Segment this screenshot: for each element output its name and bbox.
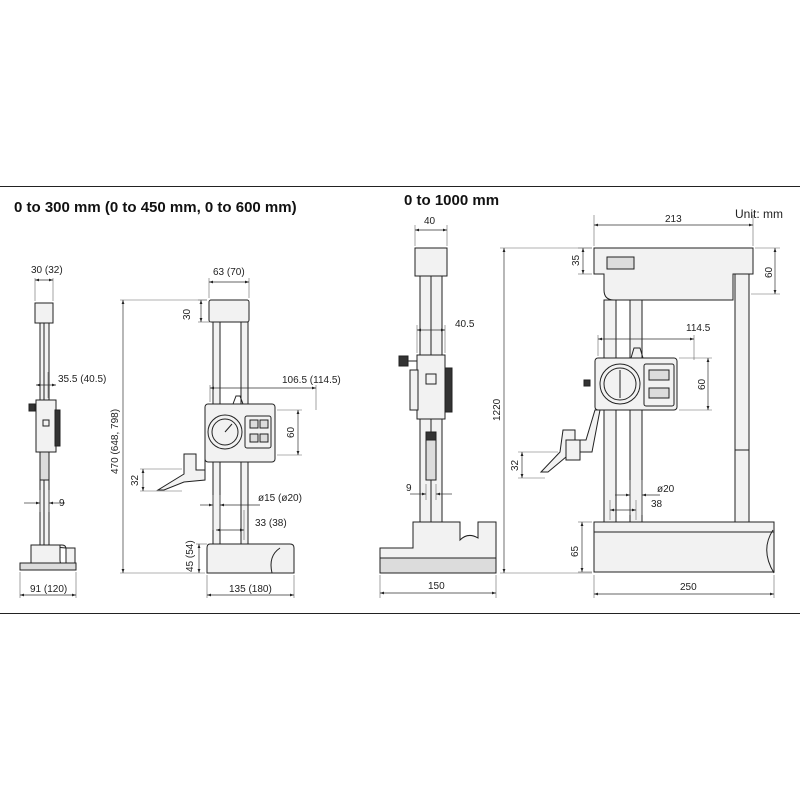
dim-front-1000-top-block: 60 [764,266,775,278]
dim-front-total: 470 (648, 798) [110,409,121,474]
front-view-small [156,299,295,574]
drawing-frame [0,186,800,614]
base-front [206,543,295,574]
side-view-1000-dims: 40 40.5 9 150 [379,216,497,598]
dim-front-1000-reach: 114.5 [686,323,711,334]
dim-front-dial: 60 [286,426,297,438]
dim-side-1000-scribe: 9 [406,483,412,494]
header-small-models: 0 to 300 mm (0 to 450 mm, 0 to 600 mm) [14,199,297,216]
dim-front-reach: 106.5 (114.5) [282,375,341,386]
top-block-side [34,302,54,324]
dim-front-top-width: 63 (70) [213,267,245,278]
dim-side-scribe: 9 [59,498,65,509]
dim-front-1000-base-height: 65 [570,545,581,557]
dim-front-1000-column-pitch: 38 [651,499,663,510]
dim-front-1000-top-width: 213 [665,214,682,225]
dim-front-1000-dial: 60 [697,378,708,390]
dial-edge-side [54,409,61,447]
dim-front-1000-column-dia: ø20 [657,484,675,495]
outer-post-1000 [734,273,750,523]
dim-side-slider: 35.5 (40.5) [58,374,106,385]
dim-side-1000-top-width: 40 [424,216,436,227]
dim-side-base: 91 (120) [30,584,67,595]
dim-side-top-width: 30 (32) [31,265,63,276]
base-front-1000 [593,521,775,573]
dim-front-1000-total: 1220 [492,398,503,421]
front-view-1000-dims: 213 35 60 114.5 60 1220 32 ø20 38 65 250 [492,214,780,598]
dim-front-1000-scriber: 32 [510,459,521,471]
dim-side-1000-base: 150 [428,581,445,592]
dial-edge-side-1000 [444,367,453,413]
dim-side-1000-slider: 40.5 [455,319,475,330]
header-1000mm-model: 0 to 1000 mm [404,192,500,209]
column-right-1000 [629,299,643,523]
scriber-small [156,453,206,491]
top-frame-1000 [593,247,754,301]
column-left-1000 [603,299,617,523]
dim-front-base-width: 135 (180) [229,584,272,595]
slider-side-1000 [416,354,446,420]
unit-label: Unit: mm [735,207,783,221]
side-view-small [19,302,77,571]
front-view-1000 [539,247,775,574]
dim-front-1000-top-height: 35 [571,254,582,266]
top-block-side-1000 [414,247,448,277]
side-view-1000 [379,247,497,574]
dim-front-1000-base-width: 250 [680,582,697,593]
front-view-small-dims: 63 (70) 30 106.5 (114.5) 60 470 (648, 79… [110,267,341,598]
dim-front-column-pitch: 33 (38) [255,518,287,529]
side-view-small-dims: 30 (32) 35.5 (40.5) 9 91 (120) [19,265,106,598]
dim-front-column-dia: ø15 (ø20) [258,493,302,504]
dim-front-scriber: 32 [130,474,141,486]
dim-front-base-height: 45 (54) [185,540,196,572]
dim-front-top-height: 30 [182,308,193,320]
top-block-front [208,299,250,323]
